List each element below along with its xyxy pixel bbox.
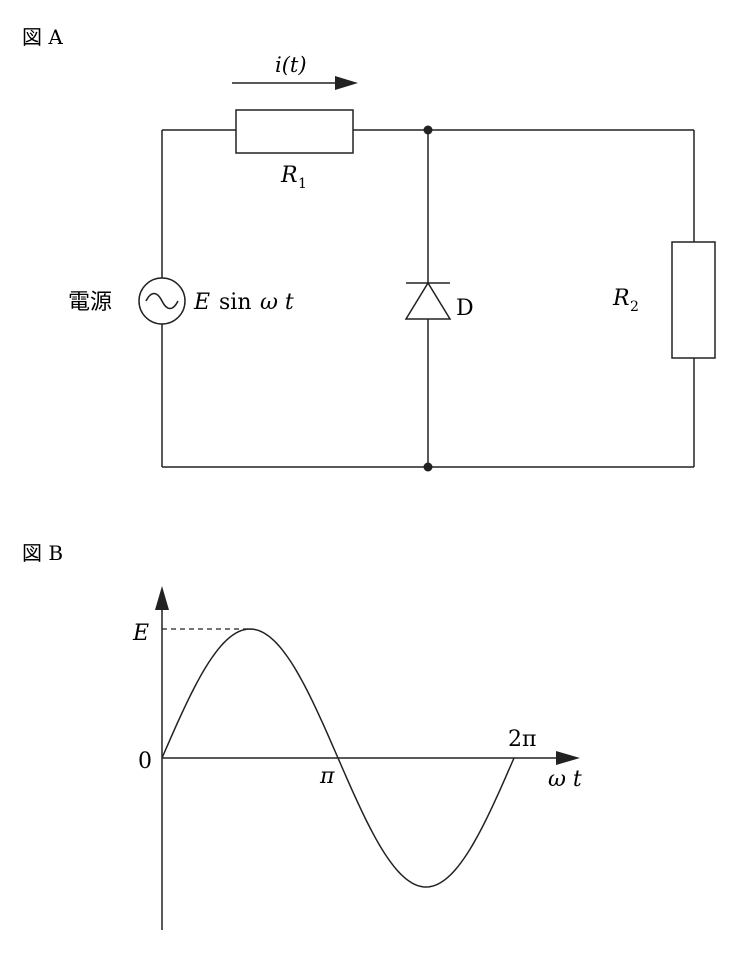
resistor-r1 [235,109,354,154]
y-axis [155,586,169,930]
diode-label: D [456,296,474,321]
current-label: i(t) [275,53,307,77]
two-pi-label: 2π [508,727,536,752]
r2-subscript: 2 [630,299,639,315]
origin-label: 0 [138,749,152,774]
figure-b-title: 図 B [22,541,63,565]
junction-dot-bottom [423,462,433,472]
resistor-r2 [671,241,716,359]
pi-label: π [319,764,335,789]
source-expr-e: E [193,290,210,315]
ac-source-icon [138,277,186,325]
source-expr-sin: sin [219,290,252,315]
x-axis [162,751,580,765]
source-expr-wt: ω t [260,290,294,315]
r1-subscript: 1 [298,176,307,192]
r1-label: R [280,163,298,188]
figure-a-title: 図 A [22,25,63,49]
sine-curve [161,628,515,888]
y-peak-label: E [132,621,149,646]
current-arrow [232,76,358,90]
r2-label: R [612,286,630,311]
x-axis-label: ω t [548,767,582,792]
diode-icon [404,281,452,320]
source-label: 電源 [68,290,112,315]
junction-dot-top [423,125,433,135]
